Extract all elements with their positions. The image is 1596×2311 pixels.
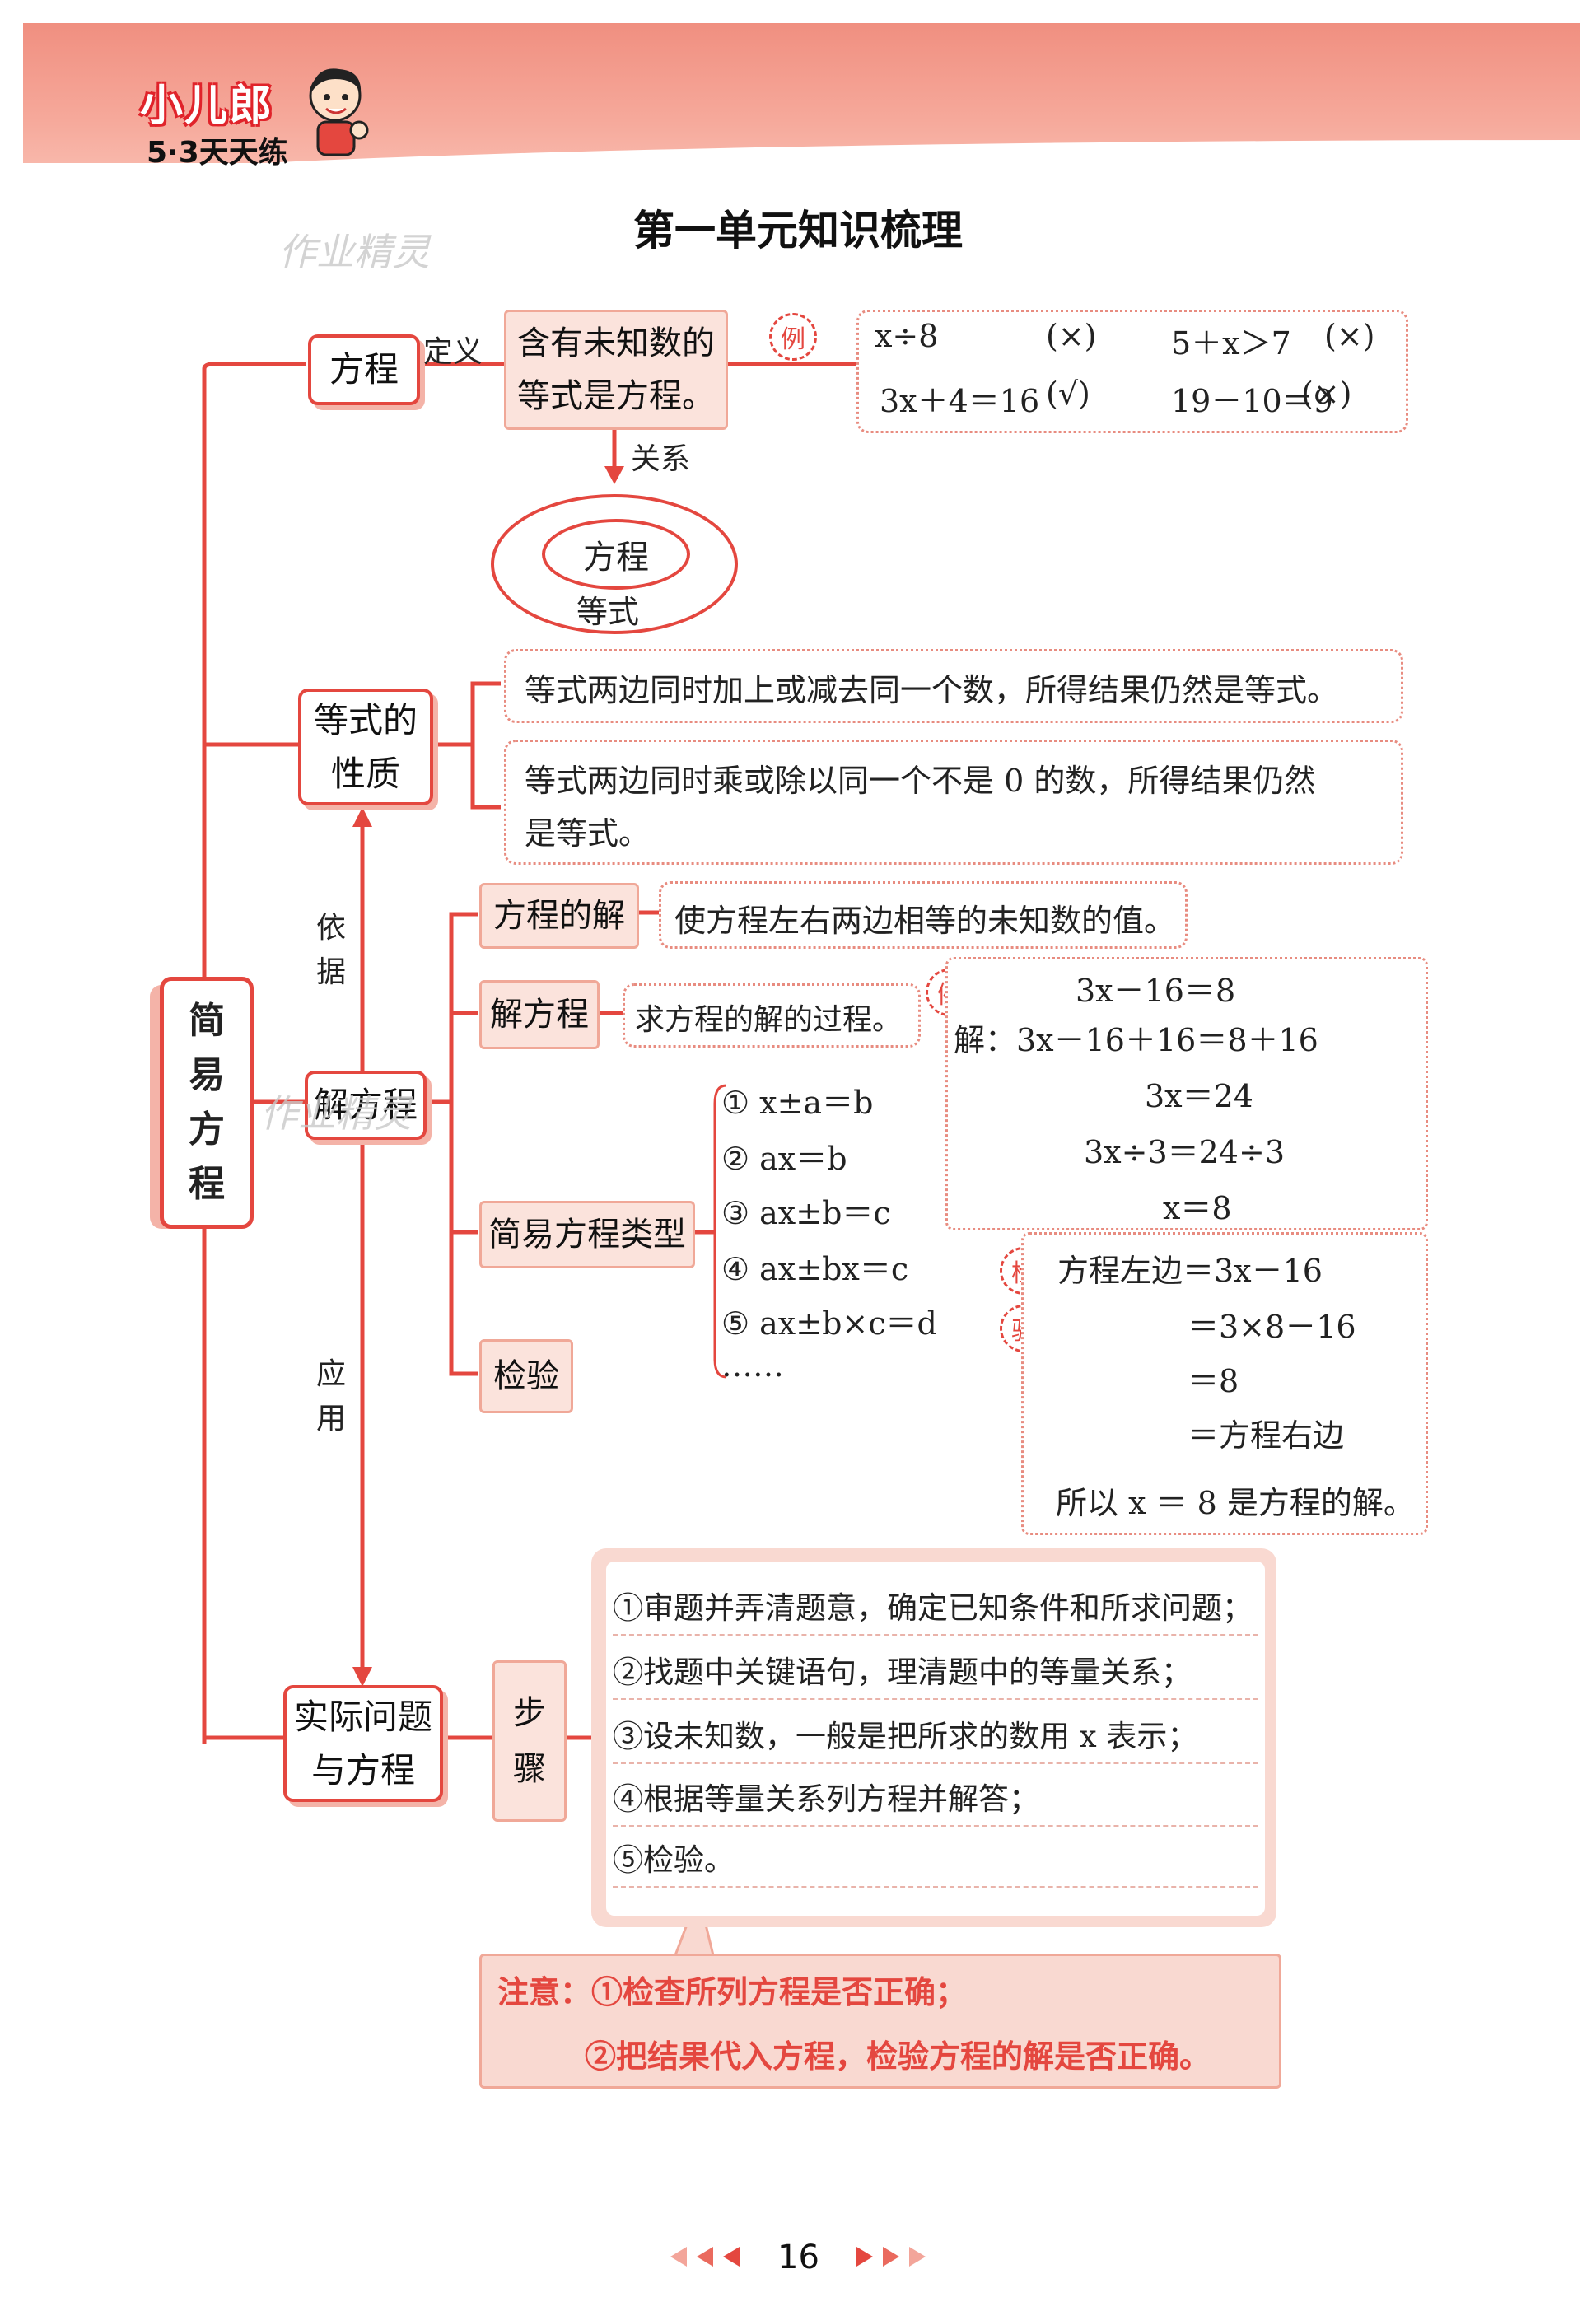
- equation-type: ① x±a＝b: [721, 1085, 874, 1121]
- definition-line: 含有未知数的: [517, 324, 715, 362]
- edge-char: 应: [316, 1357, 347, 1391]
- note-line: ②把结果代入方程，检验方程的解是否正确。: [585, 2038, 1211, 2075]
- note-box: [479, 1954, 1281, 2089]
- equation-examples: [856, 310, 1408, 433]
- equality-property-2: 等式两边同时乘或除以同一个不是 0 的数，所得结果仍然 是等式。: [504, 740, 1403, 865]
- note-line: 注意：①检查所列方程是否正确；: [497, 1973, 968, 2010]
- example-step: 3x－16＝8: [1076, 973, 1236, 1009]
- application-node: 实际问题 与方程: [283, 1685, 443, 1802]
- example-badge-icon: 例: [769, 313, 817, 361]
- solve-example: [945, 957, 1428, 1230]
- property-text: 等式两边同时乘或除以同一个不是 0 的数，所得结果仍然: [525, 763, 1316, 799]
- page-number: 16: [777, 2239, 819, 2276]
- equation-definition: 含有未知数的 等式是方程。: [504, 310, 728, 430]
- check-step: 所以 x ＝ 8 是方程的解。: [1056, 1485, 1415, 1521]
- brand-logo: 小儿郎: [140, 82, 274, 131]
- example-mark: (×): [1324, 318, 1375, 354]
- root-char: 简: [189, 1000, 225, 1042]
- watermark-middle: 作业精灵: [260, 1091, 412, 1136]
- equality-properties-node: 等式的 性质: [298, 689, 433, 805]
- root-node: 简 易 方 程: [160, 977, 254, 1229]
- watermark-top: 作业精灵: [278, 230, 430, 274]
- example-expr: 19－10＝9: [1171, 383, 1333, 419]
- example-step: 3x＝24: [1145, 1078, 1253, 1114]
- root-char: 方: [189, 1109, 225, 1151]
- step-item: ②找题中关键语句，理清题中的等量关系；: [613, 1647, 1258, 1700]
- header-banner: [23, 23, 1580, 163]
- venn-inner: 方程: [542, 519, 690, 590]
- solving-label: 解方程: [479, 980, 600, 1049]
- check-step: ＝8: [1188, 1363, 1239, 1399]
- equation-type: ……: [721, 1347, 784, 1384]
- step-item: ③设未知数，一般是把所求的数用 x 表示；: [613, 1711, 1258, 1764]
- example-step: x＝8: [1163, 1190, 1232, 1226]
- solution-definition: 使方程左右两边相等的未知数的值。: [659, 881, 1188, 949]
- venn-outer: [491, 494, 738, 634]
- definition-line: 等式是方程。: [517, 377, 715, 415]
- edge-char: 据: [316, 955, 347, 989]
- edge-label-definition: 定义: [423, 335, 483, 369]
- solving-definition: 求方程的解的过程。: [623, 983, 921, 1048]
- check-step: 方程左边＝3x－16: [1057, 1253, 1323, 1289]
- steps-label: 步 骤: [492, 1660, 567, 1822]
- steps-char: 步: [513, 1694, 546, 1732]
- page-title: 第一单元知识梳理: [633, 207, 963, 254]
- equation-type: ④ ax±bx＝c: [721, 1251, 909, 1287]
- definition-text: 求方程的解的过程。: [635, 1003, 903, 1037]
- node-line: 实际问题: [293, 1696, 432, 1737]
- brand-subtitle: 5·3天天练: [147, 136, 288, 170]
- node-line: 与方程: [310, 1750, 415, 1790]
- example-mark: (√): [1046, 376, 1090, 412]
- mascot-icon: [309, 68, 369, 156]
- property-text: 等式两边同时加上或减去同一个数，所得结果仍然是等式。: [525, 672, 1339, 708]
- root-char: 易: [189, 1054, 225, 1096]
- example-step: 3x÷3＝24÷3: [1084, 1134, 1285, 1170]
- edge-label-basis: 依 据: [316, 906, 346, 995]
- edge-label-relation: 关系: [631, 442, 691, 476]
- check-label: 检验: [479, 1339, 573, 1413]
- equality-property-1: 等式两边同时加上或减去同一个数，所得结果仍然是等式。: [504, 649, 1403, 723]
- equation-types-label: 简易方程类型: [479, 1201, 695, 1268]
- node-line: 性质: [330, 754, 400, 794]
- node-line: 等式的: [313, 699, 418, 740]
- example-expr: x÷8: [875, 318, 939, 354]
- example-mark: (×): [1301, 376, 1352, 412]
- check-step: ＝3×8－16: [1188, 1309, 1356, 1345]
- example-mark: (×): [1046, 318, 1097, 354]
- step-item: ⑤检验。: [613, 1835, 1258, 1888]
- equation-node: 方程: [308, 334, 420, 405]
- definition-text: 使方程左右两边相等的未知数的值。: [674, 903, 1176, 939]
- step-item: ①审题并弄清题意，确定已知条件和所求问题；: [613, 1583, 1258, 1636]
- check-example: [1021, 1232, 1428, 1535]
- root-char: 程: [189, 1163, 225, 1205]
- steps-panel-inner: [606, 1562, 1265, 1916]
- equation-type: ② ax＝b: [721, 1141, 847, 1177]
- check-step: ＝方程右边: [1188, 1417, 1345, 1454]
- previous-page-icon[interactable]: [665, 2242, 748, 2271]
- edge-char: 依: [316, 911, 347, 945]
- example-expr: 3x＋4＝16: [880, 383, 1040, 419]
- solve-equation-node: 解方程: [305, 1071, 427, 1140]
- venn-outer-label: 等式: [576, 594, 640, 630]
- equation-type: ⑤ ax±b×c＝d: [721, 1305, 937, 1342]
- property-text: 是等式。: [525, 815, 651, 852]
- steps-char: 骤: [513, 1750, 546, 1788]
- next-page-icon[interactable]: [848, 2242, 931, 2271]
- edge-label-apply: 应 用: [316, 1352, 346, 1441]
- solution-label: 方程的解: [479, 883, 639, 949]
- step-item: ④根据等量关系列方程并解答；: [613, 1774, 1258, 1827]
- example-step: 解：3x－16＋16＝8＋16: [954, 1022, 1318, 1058]
- example-expr: 5＋x＞7: [1171, 325, 1291, 362]
- edge-char: 用: [316, 1402, 347, 1436]
- equation-type: ③ ax±b＝c: [721, 1195, 891, 1231]
